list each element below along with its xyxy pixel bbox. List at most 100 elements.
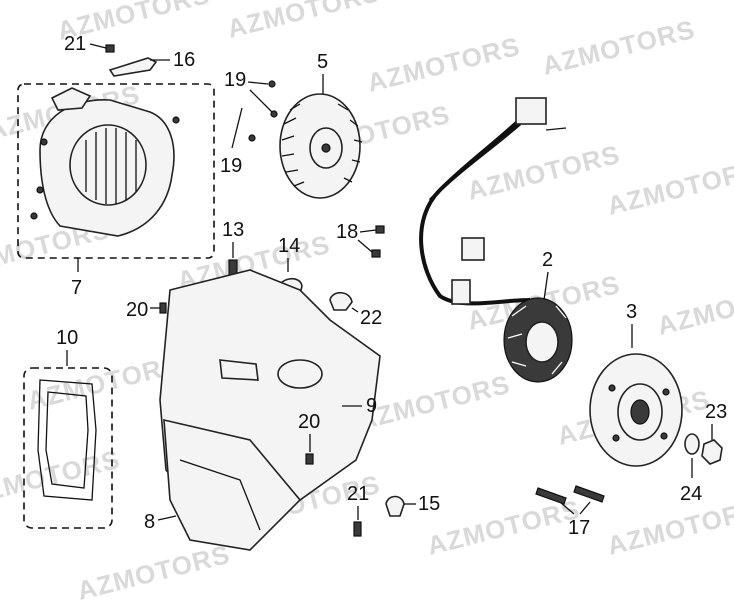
callout-21: 21 bbox=[64, 33, 86, 55]
part-17-bolts: 17 bbox=[535, 485, 605, 539]
leader-line bbox=[559, 501, 575, 515]
part-5-cooling-fan: 5 19 19 bbox=[220, 51, 363, 199]
wire-harness bbox=[428, 122, 521, 202]
leader-line bbox=[231, 107, 243, 149]
clip-16 bbox=[108, 57, 158, 77]
callout-20: 20 bbox=[126, 299, 148, 321]
part-7-fan-cover: 7 bbox=[17, 83, 215, 299]
clip-15 bbox=[385, 495, 405, 517]
screw-19 bbox=[268, 80, 276, 88]
shroud-8 bbox=[163, 418, 302, 551]
callout-3: 3 bbox=[626, 301, 637, 323]
wire-harness bbox=[419, 108, 532, 306]
callout-19: 19 bbox=[224, 69, 246, 91]
part-21-bolt: 21 bbox=[347, 483, 369, 537]
watermark: AZMOTORS bbox=[224, 0, 383, 44]
bolt-21 bbox=[105, 44, 115, 53]
callout-15: 15 bbox=[418, 493, 440, 515]
watermark: AZMOTORS bbox=[0, 444, 123, 511]
watermark: AZMOTORS bbox=[424, 494, 583, 561]
callout-22: 22 bbox=[360, 307, 382, 329]
fan-cover-grille bbox=[69, 124, 147, 206]
part-2-stator: 2 bbox=[419, 97, 573, 383]
stator-bore bbox=[525, 321, 559, 363]
bolt-17 bbox=[535, 487, 567, 505]
part-8-9-shroud: 9 8 20 bbox=[144, 269, 381, 551]
bolt-20b bbox=[305, 453, 314, 465]
flywheel-hole bbox=[662, 388, 670, 396]
leader-line bbox=[249, 89, 273, 113]
flywheel-hole bbox=[660, 432, 668, 440]
screw-18 bbox=[375, 225, 385, 234]
callout-20b: 20 bbox=[298, 411, 320, 433]
callout-14: 14 bbox=[278, 235, 300, 257]
watermark: AZMOTORS bbox=[604, 494, 734, 561]
watermark: AZMOTORS bbox=[74, 539, 233, 600]
grille-lines bbox=[85, 128, 137, 204]
callout-18: 18 bbox=[336, 221, 358, 243]
nut-23 bbox=[701, 439, 723, 465]
connector bbox=[515, 97, 547, 125]
watermark: AZMOTORS bbox=[364, 31, 523, 98]
part-22-grommet: 22 bbox=[329, 291, 382, 329]
screw-19 bbox=[248, 134, 256, 142]
watermark: AZMOTORS bbox=[539, 14, 698, 81]
part-13-bolt: 13 bbox=[222, 219, 244, 283]
callout-16: 16 bbox=[173, 49, 195, 71]
seal-outline bbox=[37, 379, 97, 501]
grommet bbox=[451, 279, 471, 305]
screw bbox=[40, 138, 48, 146]
callout-23: 23 bbox=[705, 401, 727, 423]
seal-inner bbox=[45, 391, 89, 489]
callout-9: 9 bbox=[366, 395, 377, 417]
part-24-washer: 24 bbox=[680, 433, 702, 505]
watermark: AZMOTORS bbox=[354, 369, 513, 436]
leader-line bbox=[359, 229, 377, 233]
callout-17: 17 bbox=[568, 517, 590, 539]
flywheel-hub bbox=[630, 399, 650, 425]
intake-flap bbox=[50, 87, 92, 111]
part-23-nut: 23 bbox=[701, 401, 727, 465]
shroud-vent bbox=[219, 359, 259, 381]
bolt-20 bbox=[159, 302, 167, 314]
shroud-edge bbox=[179, 459, 261, 531]
flywheel-hole bbox=[608, 384, 616, 392]
screw bbox=[36, 186, 44, 194]
leader-line bbox=[89, 43, 107, 49]
leader-line bbox=[543, 271, 549, 301]
callout-19b: 19 bbox=[220, 155, 242, 177]
screw bbox=[30, 212, 38, 220]
bolt-21b bbox=[353, 521, 362, 537]
part-3-flywheel: 3 bbox=[589, 301, 683, 467]
callout-13: 13 bbox=[222, 219, 244, 241]
flywheel-hole bbox=[612, 434, 620, 442]
leader-line bbox=[357, 239, 373, 253]
callout-24: 24 bbox=[680, 483, 702, 505]
connector bbox=[461, 237, 485, 261]
part-16-clip: 21 16 bbox=[64, 33, 195, 77]
part-10-seal: 10 bbox=[23, 327, 113, 529]
stator-windings bbox=[507, 305, 567, 375]
callout-21b: 21 bbox=[347, 483, 369, 505]
screw-18 bbox=[371, 249, 381, 258]
fan-center bbox=[321, 143, 331, 153]
part-20-bolt: 20 bbox=[126, 299, 167, 321]
leader-line bbox=[579, 501, 591, 515]
callout-8: 8 bbox=[144, 511, 155, 533]
shroud-opening bbox=[277, 359, 323, 389]
leader-line bbox=[157, 515, 177, 521]
screw bbox=[172, 116, 180, 124]
watermark: AZMOTORS bbox=[654, 274, 734, 341]
leader-line bbox=[351, 307, 359, 313]
watermark: AZMOTORS bbox=[604, 154, 734, 221]
part-18-screws: 18 bbox=[336, 221, 385, 258]
group-box-7 bbox=[17, 83, 215, 259]
callout-5: 5 bbox=[317, 51, 328, 73]
callout-2: 2 bbox=[542, 249, 553, 271]
screw-19 bbox=[270, 110, 278, 118]
washer-24 bbox=[684, 433, 700, 455]
callout-10: 10 bbox=[56, 327, 78, 349]
group-box-10 bbox=[23, 367, 113, 529]
callout-7: 7 bbox=[71, 277, 82, 299]
